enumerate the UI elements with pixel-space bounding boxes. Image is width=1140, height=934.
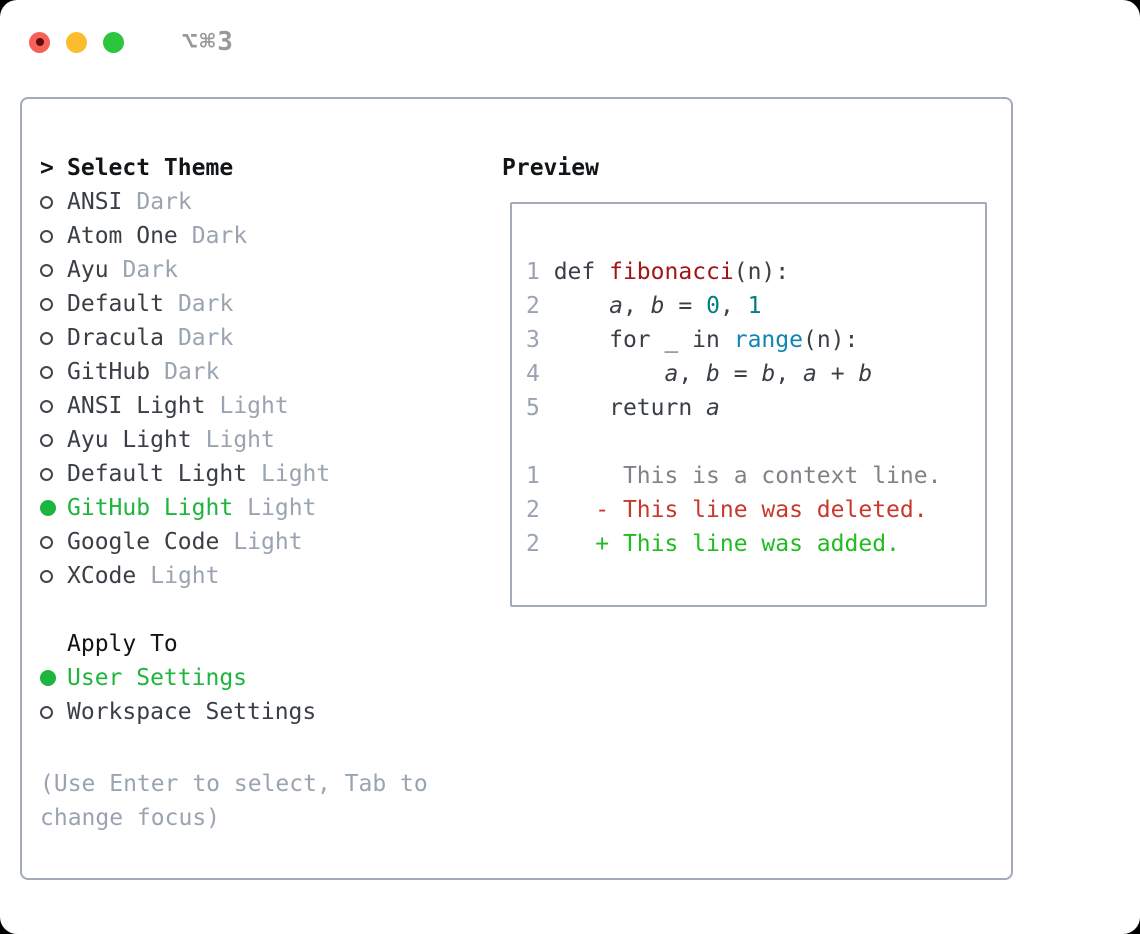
radio-icon bbox=[40, 569, 53, 583]
option-label: GitHub Light bbox=[67, 495, 234, 521]
line-number: 2 bbox=[526, 293, 540, 319]
preview-box: 1 def fibonacci(n): 2 a, b = 0, 1 3 for _ … bbox=[510, 202, 987, 607]
window-shortcut-label: ⌥⌘3 bbox=[182, 27, 235, 57]
diff-context-line: 1 This is a context line. bbox=[526, 463, 942, 489]
hint-line: change focus) bbox=[40, 805, 221, 831]
theme-option-ansi[interactable]: ANSI Dark bbox=[40, 185, 330, 219]
line-number: 3 bbox=[526, 327, 540, 353]
theme-option-ansi-light[interactable]: ANSI Light Light bbox=[40, 389, 330, 423]
theme-variant-label: Dark bbox=[164, 359, 220, 385]
option-label: Ayu bbox=[67, 257, 109, 283]
preview-title: Preview bbox=[502, 155, 599, 181]
theme-variant-label: Dark bbox=[191, 223, 248, 249]
line-number: 4 bbox=[526, 361, 540, 387]
option-label: Dracula bbox=[67, 325, 164, 351]
option-label: Default Light bbox=[67, 461, 248, 487]
hint-line: (Use Enter to select, Tab to bbox=[40, 771, 428, 797]
line-number: 2 bbox=[526, 531, 540, 557]
radio-icon bbox=[40, 705, 53, 719]
line-number: 1 bbox=[526, 259, 540, 285]
diff-deleted-line: 2 - This line was deleted. bbox=[526, 497, 928, 523]
theme-variant-label: Dark bbox=[177, 325, 234, 351]
code-line: 4 a, b = b, a + b bbox=[526, 361, 873, 387]
option-label: Default bbox=[67, 291, 164, 317]
apply-to-title: Apply To bbox=[67, 631, 178, 657]
code-line: 1 def fibonacci(n): bbox=[526, 259, 790, 285]
option-label: User Settings bbox=[67, 665, 248, 691]
radio-icon bbox=[40, 195, 53, 209]
radio-icon bbox=[40, 365, 53, 379]
line-number: 5 bbox=[526, 395, 540, 421]
minimize-button[interactable] bbox=[66, 31, 87, 53]
theme-option-ayu[interactable]: Ayu Dark bbox=[40, 253, 330, 287]
theme-variant-label: Dark bbox=[136, 189, 192, 215]
theme-variant-label: Dark bbox=[177, 291, 234, 317]
theme-variant-label: Light bbox=[150, 563, 220, 589]
code-line: 5 return a bbox=[526, 395, 720, 421]
radio-icon bbox=[40, 535, 53, 549]
radio-icon bbox=[40, 433, 53, 447]
radio-icon bbox=[40, 263, 53, 277]
theme-option-ayu-light[interactable]: Ayu Light Light bbox=[40, 423, 330, 457]
line-number: 1 bbox=[526, 463, 540, 489]
option-label: XCode bbox=[67, 563, 137, 589]
option-label: GitHub bbox=[67, 359, 151, 385]
option-label: Workspace Settings bbox=[67, 699, 317, 725]
radio-selected-icon bbox=[40, 670, 56, 686]
radio-icon bbox=[40, 399, 53, 413]
apply-option-user-settings[interactable]: User Settings bbox=[40, 661, 316, 695]
theme-variant-label: Light bbox=[261, 461, 331, 487]
zoom-button[interactable] bbox=[103, 31, 124, 53]
theme-variant-label: Light bbox=[247, 495, 317, 521]
theme-option-dracula[interactable]: Dracula Dark bbox=[40, 321, 330, 355]
prompt-icon: > bbox=[40, 155, 54, 181]
code-line: 2 a, b = 0, 1 bbox=[526, 293, 762, 319]
theme-variant-label: Light bbox=[205, 427, 275, 453]
titlebar: ⌥⌘3 bbox=[29, 27, 235, 57]
line-number: 2 bbox=[526, 497, 540, 523]
option-label: Google Code bbox=[67, 529, 220, 555]
theme-option-github[interactable]: GitHub Dark bbox=[40, 355, 330, 389]
select-theme-title: Select Theme bbox=[67, 155, 234, 181]
apply-option-workspace-settings[interactable]: Workspace Settings bbox=[40, 695, 316, 729]
radio-selected-icon bbox=[40, 500, 56, 516]
option-label: Atom One bbox=[67, 223, 178, 249]
radio-icon bbox=[40, 297, 53, 311]
apply-to-header: Apply To bbox=[40, 627, 316, 661]
theme-option-default-light[interactable]: Default Light Light bbox=[40, 457, 330, 491]
radio-icon bbox=[40, 229, 53, 243]
hint-text: (Use Enter to select, Tab to change focus… bbox=[40, 767, 428, 835]
diff-added-line: 2 + This line was added. bbox=[526, 531, 900, 557]
blank-line bbox=[526, 425, 941, 459]
theme-option-github-light[interactable]: GitHub Light Light bbox=[40, 491, 330, 525]
radio-icon bbox=[40, 331, 53, 345]
theme-option-default[interactable]: Default Dark bbox=[40, 287, 330, 321]
close-dot-icon bbox=[35, 38, 44, 46]
theme-variant-label: Light bbox=[219, 393, 289, 419]
theme-option-xcode[interactable]: XCode Light bbox=[40, 559, 330, 593]
option-label: ANSI Light bbox=[67, 393, 206, 419]
select-theme-header: > Select Theme bbox=[40, 151, 330, 185]
radio-icon bbox=[40, 467, 53, 481]
option-label: ANSI bbox=[67, 189, 123, 215]
theme-option-atom-one[interactable]: Atom One Dark bbox=[40, 219, 330, 253]
option-label: Ayu Light bbox=[67, 427, 192, 453]
theme-option-google-code[interactable]: Google Code Light bbox=[40, 525, 330, 559]
code-preview: 1 def fibonacci(n): 2 a, b = 0, 1 3 for _ … bbox=[526, 255, 941, 561]
close-button[interactable] bbox=[29, 31, 50, 53]
theme-variant-label: Dark bbox=[122, 257, 178, 283]
theme-variant-label: Light bbox=[233, 529, 303, 555]
code-line: 3 for _ in range(n): bbox=[526, 327, 859, 353]
